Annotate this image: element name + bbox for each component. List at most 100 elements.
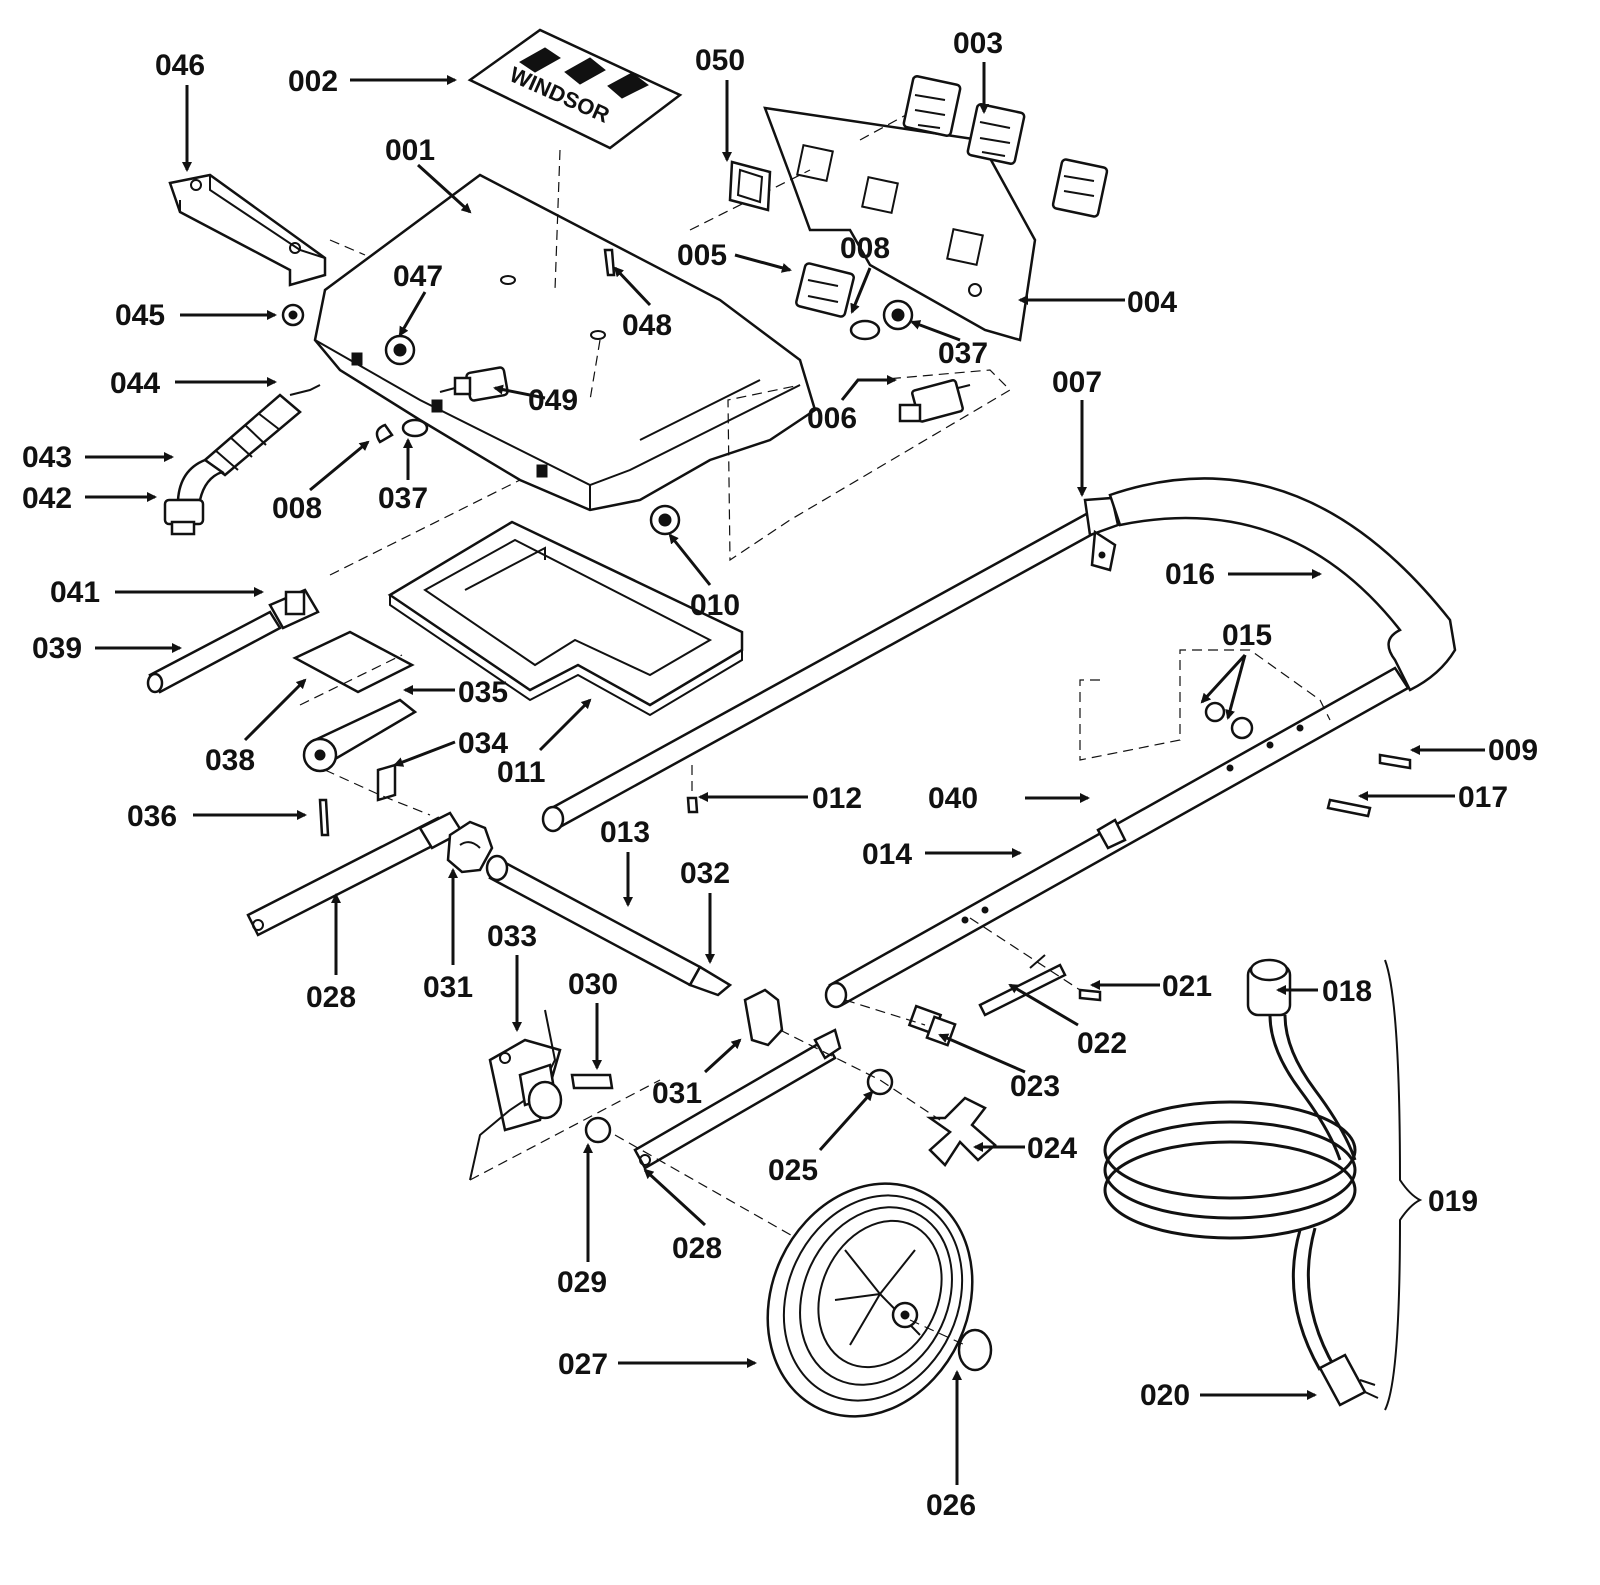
callout-029: 029 <box>557 1266 607 1299</box>
part-006-switch <box>898 379 971 423</box>
callout-015: 015 <box>1222 619 1272 652</box>
callout-016: 016 <box>1165 558 1215 591</box>
part-028-link-upper <box>246 811 464 937</box>
part-036-pin <box>318 798 330 837</box>
part-008-washer <box>849 319 881 341</box>
part-041-039-hose <box>146 588 320 694</box>
part-035-lever <box>302 698 418 773</box>
callout-045: 045 <box>115 299 165 332</box>
callout-037b: 037 <box>378 482 428 515</box>
part-027-wheel <box>766 1182 974 1418</box>
callout-006: 006 <box>807 402 857 435</box>
callout-030: 030 <box>568 968 618 1001</box>
part-017-bolt <box>1326 798 1372 818</box>
part-012-bolt <box>686 796 699 814</box>
callout-028b: 028 <box>672 1232 722 1265</box>
part-016-grip <box>1108 477 1457 692</box>
part-spacer <box>527 1080 563 1120</box>
part-030-bolt <box>570 1073 614 1090</box>
part-022-link <box>978 954 1067 1017</box>
callout-023: 023 <box>1010 1070 1060 1103</box>
part-031-clamp-upper <box>446 820 494 874</box>
callout-038: 038 <box>205 744 255 777</box>
callout-040: 040 <box>928 782 978 815</box>
part-037-washer <box>401 418 429 438</box>
part-046-bracket <box>168 173 327 287</box>
callout-044: 044 <box>110 367 160 400</box>
callout-017: 017 <box>1458 781 1508 814</box>
callout-033: 033 <box>487 920 537 953</box>
callout-031a: 031 <box>423 971 473 1004</box>
callout-041: 041 <box>50 576 100 609</box>
part-044-043-042-strain-relief <box>163 384 321 536</box>
callout-008b: 008 <box>272 492 322 525</box>
callout-012: 012 <box>812 782 862 815</box>
callout-046: 046 <box>155 49 205 82</box>
part-009-bolt <box>1378 753 1412 770</box>
part-040-clip <box>1096 818 1127 850</box>
part-024-cap <box>926 1096 997 1167</box>
callout-035: 035 <box>458 676 508 709</box>
callout-024: 024 <box>1027 1132 1077 1165</box>
callout-031b: 031 <box>652 1077 702 1110</box>
callout-009: 009 <box>1488 734 1538 767</box>
callout-019: 019 <box>1428 1185 1478 1218</box>
part-004-panel <box>763 106 1037 342</box>
callout-013: 013 <box>600 816 650 849</box>
callout-labels: 046 002 050 003 001 047 045 048 005 008 … <box>22 27 1538 1522</box>
callout-010: 010 <box>690 589 740 622</box>
part-001-housing <box>313 173 817 512</box>
callout-048: 048 <box>622 309 672 342</box>
callout-020: 020 <box>1140 1379 1190 1412</box>
callout-043: 043 <box>22 441 72 474</box>
callout-014: 014 <box>862 838 912 871</box>
part-050-gasket <box>728 160 772 212</box>
callout-008a: 008 <box>840 232 890 265</box>
callout-026: 026 <box>926 1489 976 1522</box>
part-028-link-lower <box>633 1028 842 1170</box>
callout-021: 021 <box>1162 970 1212 1003</box>
callout-027: 027 <box>558 1348 608 1381</box>
callout-arrows <box>85 62 1485 1485</box>
part-003-switches <box>902 75 1109 218</box>
callout-036: 036 <box>127 800 177 833</box>
part-048-pin <box>603 248 616 277</box>
callout-007: 007 <box>1052 366 1102 399</box>
part-031-clamp-lower <box>743 988 784 1047</box>
part-034-bracket <box>376 763 397 802</box>
callout-042: 042 <box>22 482 72 515</box>
part-013-axle <box>485 854 733 997</box>
callout-011: 011 <box>497 756 545 789</box>
part-011-base-plate <box>387 520 744 717</box>
part-005-switch <box>795 262 855 318</box>
callout-032: 032 <box>680 857 730 890</box>
part-029-bushing <box>584 1116 612 1144</box>
callout-037a: 037 <box>938 337 988 370</box>
part-038-pad <box>292 630 415 694</box>
part-002-decal: WINDSOR <box>467 28 683 150</box>
part-021-screw <box>1078 988 1102 1002</box>
part-025-washer <box>866 1068 894 1096</box>
part-008-clip <box>375 423 394 444</box>
callout-028a: 028 <box>306 981 356 1014</box>
part-026-hubcap <box>957 1328 993 1372</box>
callout-004: 004 <box>1127 286 1177 319</box>
part-019-cord <box>1103 958 1423 1411</box>
callout-005: 005 <box>677 239 727 272</box>
parts-drawing: WINDSOR <box>146 28 1457 1418</box>
callout-022: 022 <box>1077 1027 1127 1060</box>
callout-002: 002 <box>288 65 338 98</box>
part-007-tube <box>541 496 1120 833</box>
callout-018: 018 <box>1322 975 1372 1008</box>
callout-047: 047 <box>393 260 443 293</box>
callout-001: 001 <box>385 134 435 167</box>
callout-034: 034 <box>458 727 508 760</box>
callout-039: 039 <box>32 632 82 665</box>
callout-003: 003 <box>953 27 1003 60</box>
callout-050: 050 <box>695 44 745 77</box>
part-015-nut-b <box>1230 716 1254 740</box>
part-015-nut-a <box>1204 701 1226 723</box>
callout-025: 025 <box>768 1154 818 1187</box>
callout-049: 049 <box>528 384 578 417</box>
